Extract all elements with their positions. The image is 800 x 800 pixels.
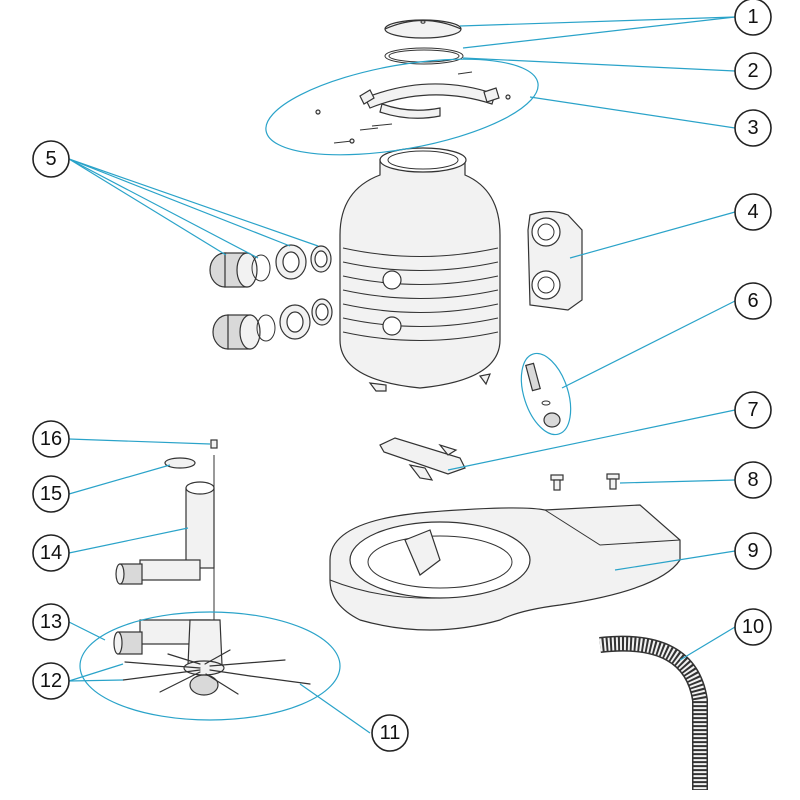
part-lid: [384, 19, 462, 39]
callout-circle: [734, 109, 772, 147]
callout-number: 11: [380, 722, 401, 744]
callout-number: 4: [747, 201, 758, 223]
callout-number: 3: [747, 117, 758, 139]
callout-number: 14: [40, 542, 62, 564]
part-base: [329, 504, 681, 631]
part-clip: [164, 457, 196, 469]
callout-4: 4: [734, 193, 772, 231]
callout-circle: [371, 714, 409, 752]
callout-circle: [734, 52, 772, 90]
callout-number: 5: [45, 148, 56, 170]
callout-number: 9: [747, 540, 758, 562]
callout-13: 13: [32, 603, 70, 641]
callout-6: 6: [734, 282, 772, 320]
callout-number: 7: [747, 399, 758, 421]
part-filter-tank: [339, 147, 501, 392]
callout-16: 16: [32, 420, 70, 458]
group-outline-laterals: [79, 611, 341, 721]
part-flexible-hose: [599, 635, 708, 790]
callout-2: 2: [734, 52, 772, 90]
callout-14: 14: [32, 534, 70, 572]
part-clamp-ring: [315, 71, 511, 144]
part-lateral-assembly: [113, 619, 311, 696]
callout-3: 3: [734, 109, 772, 147]
callout-1: 1: [734, 0, 772, 36]
callout-circle: [734, 282, 772, 320]
callout-circle: [734, 608, 772, 646]
callout-11: 11: [371, 714, 409, 752]
callout-10: 10: [734, 608, 772, 646]
callout-circle: [32, 603, 70, 641]
callout-number: 2: [747, 60, 758, 82]
part-lid-o-ring: [384, 47, 464, 65]
part-unions-upper: [209, 244, 332, 288]
callout-circle: [734, 461, 772, 499]
callout-circle: [734, 391, 772, 429]
callout-circle: [734, 0, 772, 36]
part-support-cross: [379, 437, 466, 481]
callout-circle: [32, 534, 70, 572]
callout-5: 5: [32, 140, 70, 178]
callout-9: 9: [734, 532, 772, 570]
callout-circle: [32, 420, 70, 458]
callout-number: 10: [742, 616, 764, 638]
callout-number: 13: [40, 611, 62, 633]
callout-circle: [32, 140, 70, 178]
callout-number: 8: [747, 469, 758, 491]
callout-number: 12: [40, 670, 62, 692]
callout-circle: [32, 662, 70, 700]
callout-circle: [32, 475, 70, 513]
callout-number: 1: [747, 6, 758, 28]
part-side-manifold: [527, 210, 583, 311]
group-outline-drain: [520, 352, 572, 436]
callout-number: 16: [40, 428, 62, 450]
callout-circle: [734, 532, 772, 570]
callout-15: 15: [32, 475, 70, 513]
part-unions-lower: [212, 298, 333, 350]
group-outline-clamp: [265, 58, 539, 156]
callout-8: 8: [734, 461, 772, 499]
callout-7: 7: [734, 391, 772, 429]
callout-number: 6: [747, 290, 758, 312]
part-upper-pipe: [115, 481, 215, 585]
callout-12: 12: [32, 662, 70, 700]
callout-circle: [734, 193, 772, 231]
part-drain-assembly: [525, 362, 561, 428]
callout-number: 15: [40, 483, 62, 505]
part-screws: [550, 473, 620, 491]
callout-lines: [68, 16, 736, 734]
